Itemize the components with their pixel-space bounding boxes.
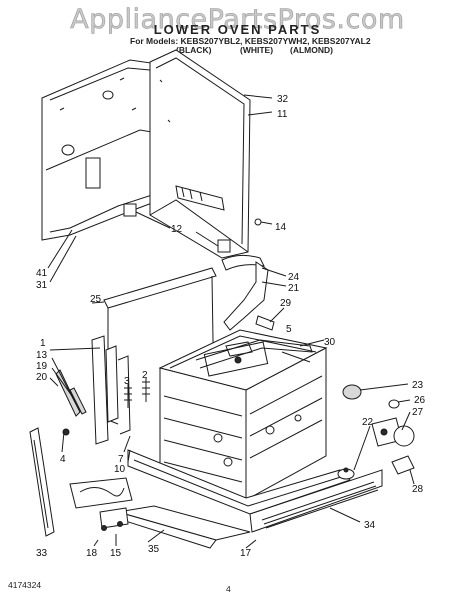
callout-35: 35 <box>148 544 160 555</box>
callout-23: 23 <box>412 380 424 391</box>
vent-tube <box>221 254 287 331</box>
callout-27: 27 <box>412 407 424 418</box>
callout-2: 2 <box>142 370 148 381</box>
bottom-panel <box>127 449 351 515</box>
callout-19: 19 <box>36 361 48 372</box>
diagram-title: LOWER OVEN PARTS <box>153 22 322 37</box>
color-black: (BLACK) <box>176 45 212 55</box>
screw-14 <box>254 218 273 226</box>
callout-14: 14 <box>275 222 287 233</box>
callout-17: 17 <box>240 548 252 559</box>
callout-34: 34 <box>364 520 376 531</box>
kick-panel <box>249 469 383 533</box>
callout-29: 29 <box>280 298 292 309</box>
rear-insulation-panel <box>41 59 161 241</box>
callout-20: 20 <box>36 372 48 383</box>
callout-30: 30 <box>324 337 336 348</box>
color-almond: (ALMOND) <box>290 45 333 55</box>
door-gasket-strip <box>29 427 55 537</box>
door-springs <box>124 378 150 408</box>
knob-and-switch <box>337 384 415 480</box>
callout-10: 10 <box>114 464 126 475</box>
callout-11: 11 <box>277 109 288 120</box>
callout-22: 22 <box>362 417 374 428</box>
callout-26: 26 <box>414 395 426 406</box>
callout-labels: 32 11 12 14 41 31 24 21 25 29 5 30 1 13 … <box>36 94 426 559</box>
callout-24: 24 <box>288 272 300 283</box>
callout-41: 41 <box>36 268 48 279</box>
spacer-blocks <box>123 203 231 253</box>
document-number: 4174324 <box>8 580 42 590</box>
callout-33: 33 <box>36 548 48 559</box>
rear-panel <box>149 49 251 259</box>
bake-element <box>195 339 325 369</box>
callout-28: 28 <box>412 484 424 495</box>
callout-32: 32 <box>277 94 289 105</box>
callout-15: 15 <box>110 548 122 559</box>
oven-liner <box>158 329 328 501</box>
color-white: (WHITE) <box>240 45 274 55</box>
callout-12: 12 <box>171 224 183 235</box>
sensor-29 <box>255 307 285 331</box>
callout-18: 18 <box>86 548 98 559</box>
callout-7: 7 <box>118 454 124 465</box>
callout-5: 5 <box>286 324 292 335</box>
callout-1: 1 <box>40 338 46 349</box>
callout-25: 25 <box>90 294 102 305</box>
page-number: 4 <box>226 584 231 594</box>
drawer-tray <box>115 505 251 549</box>
watermark: AppliancePartsPros.com <box>70 4 405 36</box>
drawer-glide <box>69 477 133 531</box>
callout-21: 21 <box>288 283 300 294</box>
callout-13: 13 <box>36 350 48 361</box>
callout-31: 31 <box>36 280 48 291</box>
callout-3: 3 <box>124 376 130 387</box>
models-line: For Models: KEBS207YBL2, KEBS207YWH2, KE… <box>130 36 371 46</box>
callout-4: 4 <box>60 454 66 465</box>
